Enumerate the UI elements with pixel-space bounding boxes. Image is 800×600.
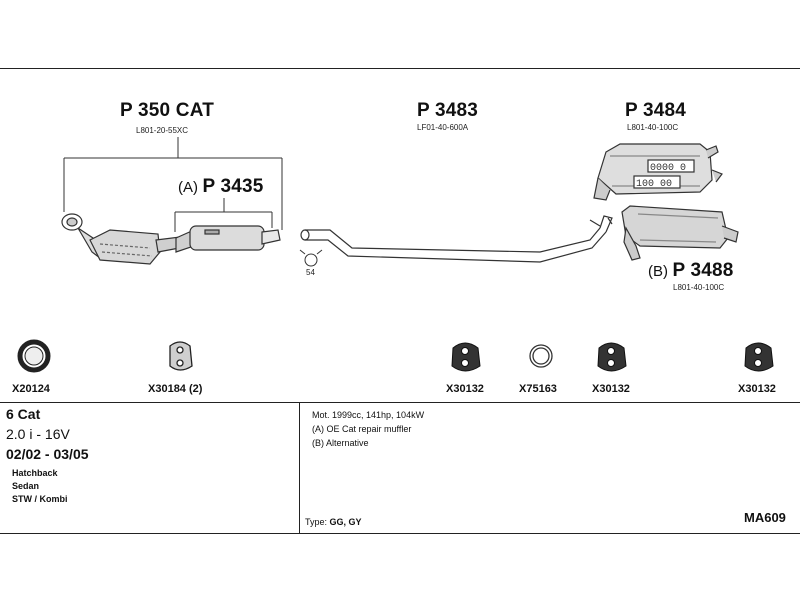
fitting-label-6: X30132 — [738, 383, 776, 395]
rubber-hanger-icon — [169, 341, 193, 371]
fitting-label-3: X30132 — [446, 383, 484, 395]
part-p350-code: L801-20-55XC — [136, 126, 189, 135]
p350-bracket — [63, 137, 283, 230]
top-border — [0, 68, 800, 69]
column-divider — [299, 402, 300, 533]
fitting-label-4: X75163 — [519, 383, 557, 395]
type-label: Type: — [305, 517, 328, 527]
note-b: (B) Alternative — [312, 438, 369, 448]
catalytic-converter-drawing — [61, 213, 191, 265]
rear-muffler-drawing: 0000 0 100 00 — [593, 143, 723, 201]
part-p350-number: P 350 CAT — [120, 100, 215, 121]
vehicle-years: 02/02 - 03/05 — [6, 446, 89, 462]
fitting-label-2: X30184 (2) — [148, 383, 203, 395]
part-p3484-number: P 3484 — [625, 100, 687, 121]
ring-gasket-icon — [17, 339, 51, 373]
part-p3435-number: P 3435 — [202, 176, 264, 197]
vehicle-body-2: Sedan — [12, 481, 40, 491]
type-value: GG, GY — [329, 517, 362, 527]
p3435-bracket — [174, 198, 273, 232]
clamp-number: 54 — [306, 268, 315, 277]
reference-code: MA609 — [744, 510, 786, 525]
part-p3488-label: (B) P 3488 — [648, 260, 734, 282]
vehicle-cat: 6 Cat — [6, 406, 41, 422]
vehicle-body-1: Hatchback — [12, 468, 58, 478]
alternative-muffler-drawing — [621, 205, 739, 261]
part-p3488-number: P 3488 — [672, 260, 734, 281]
part-p3484-code: L801-40-100C — [627, 123, 679, 132]
part-p3488-prefix: (B) — [648, 263, 668, 280]
middle-muffler-drawing — [175, 225, 281, 253]
intermediate-pipe-drawing — [300, 215, 613, 263]
fitting-label-5: X30132 — [592, 383, 630, 395]
svg-text:0000 0: 0000 0 — [650, 163, 686, 174]
part-p3483-number: P 3483 — [417, 100, 479, 121]
part-p3435-label: (A) P 3435 — [178, 176, 264, 198]
clamp-drawing — [299, 249, 323, 267]
mounting-rubber-icon-1 — [451, 342, 481, 372]
ring-icon — [529, 344, 553, 368]
middle-border — [0, 402, 800, 403]
bottom-border — [0, 533, 800, 534]
mounting-rubber-icon-2 — [597, 342, 627, 372]
part-p3483-code: LF01-40-600A — [417, 123, 469, 132]
part-p3488-code: L801-40-100C — [673, 283, 725, 292]
vehicle-engine: 2.0 i - 16V — [6, 426, 70, 442]
type-line: Type: GG, GY — [305, 517, 362, 527]
vehicle-body-3: STW / Kombi — [12, 494, 68, 504]
svg-text:100 00: 100 00 — [636, 179, 672, 190]
note-mot: Mot. 1999cc, 141hp, 104kW — [312, 410, 425, 420]
mounting-rubber-icon-3 — [744, 342, 774, 372]
fitting-label-1: X20124 — [12, 383, 50, 395]
part-p3435-prefix: (A) — [178, 179, 198, 196]
note-a: (A) OE Cat repair muffler — [312, 424, 412, 434]
